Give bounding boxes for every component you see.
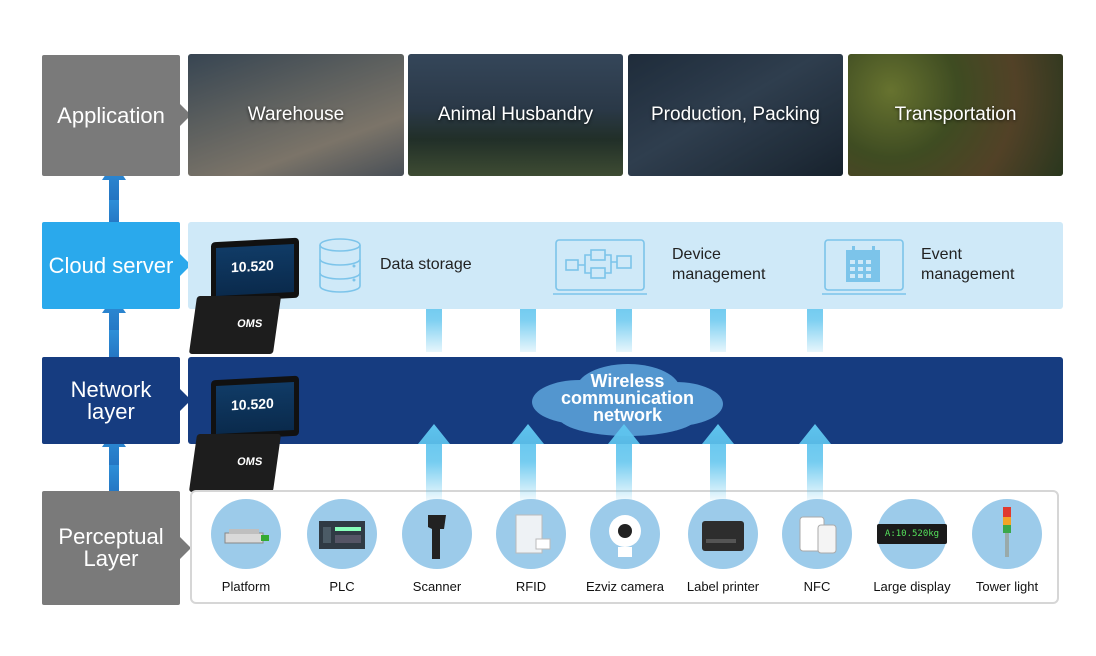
device-label-camera: Ezviz camera: [585, 579, 665, 594]
calendar-icon: [822, 239, 906, 295]
device-management-line2: management: [672, 266, 766, 283]
device-label-tower-light: Tower light: [975, 579, 1039, 594]
tower-light-icon: [972, 499, 1042, 569]
plc-icon: [307, 499, 377, 569]
application-label-pointer: [180, 104, 191, 126]
perceptual-label-pointer: [180, 537, 191, 559]
perceptual-label-line2: Layer: [83, 546, 139, 571]
large-display-text: A:10.520kg: [877, 524, 947, 544]
perceptual-layer-label: Perceptual Layer: [42, 491, 180, 605]
wireless-network-text: Wireless communication network: [520, 371, 735, 425]
app-tile-label: Animal Husbandry: [437, 104, 594, 125]
wireless-line2: communication: [560, 388, 694, 408]
device-management-label: Device management: [672, 245, 765, 285]
network-layer-label: Network layer: [42, 357, 180, 444]
device-label-label-printer: Label printer: [686, 579, 760, 594]
application-label-text: Application: [57, 102, 165, 128]
perceptual-label-line1: Perceptual: [58, 524, 164, 549]
wireless-cloud-icon: [532, 364, 723, 436]
data-storage-label: Data storage: [380, 256, 472, 273]
wireless-line1: Wireless: [590, 371, 665, 391]
rfid-icon: [496, 499, 566, 569]
camera-icon: [590, 499, 660, 569]
scanner-icon: [402, 499, 472, 569]
device-label-large-display: Large display: [873, 579, 951, 594]
cloud-label-text: Cloud server: [48, 252, 174, 278]
nfc-icon: [782, 499, 852, 569]
application-layer-label: Application: [42, 55, 180, 176]
network-label-line1: Network: [70, 376, 152, 402]
device-label-plc: PLC: [329, 579, 355, 594]
device-label-rfid: RFID: [515, 579, 547, 594]
device-label-scanner: Scanner: [412, 579, 462, 594]
device-management-icon: [553, 239, 647, 295]
event-management-label: Event management: [921, 245, 1014, 285]
network-label-line2: layer: [87, 398, 135, 424]
cloud-layer-label: Cloud server: [42, 222, 180, 309]
device-label-nfc: NFC: [803, 579, 831, 594]
wireless-line3: network: [592, 405, 662, 425]
cloud-label-pointer: [180, 254, 191, 276]
event-management-line2: management: [921, 266, 1015, 283]
large-display-icon: A:10.520kg: [877, 499, 947, 569]
database-icon: [319, 238, 361, 293]
platform-scale-icon: [211, 499, 281, 569]
app-tile-animal-husbandry: Animal Husbandry: [408, 54, 623, 176]
device-label-platform: Platform: [221, 579, 271, 594]
device-management-line1: Device: [672, 246, 721, 263]
network-label-pointer: [180, 389, 191, 411]
app-tile-production-packing: Production, Packing: [628, 54, 843, 176]
app-tile-label: Warehouse: [247, 104, 345, 125]
app-tile-warehouse: Warehouse: [188, 54, 404, 176]
app-tile-label: Production, Packing: [651, 104, 820, 125]
label-printer-icon: [688, 499, 758, 569]
app-tile-transportation: Transportation: [848, 54, 1063, 176]
app-tile-label: Transportation: [894, 104, 1017, 125]
event-management-line1: Event: [921, 246, 962, 263]
